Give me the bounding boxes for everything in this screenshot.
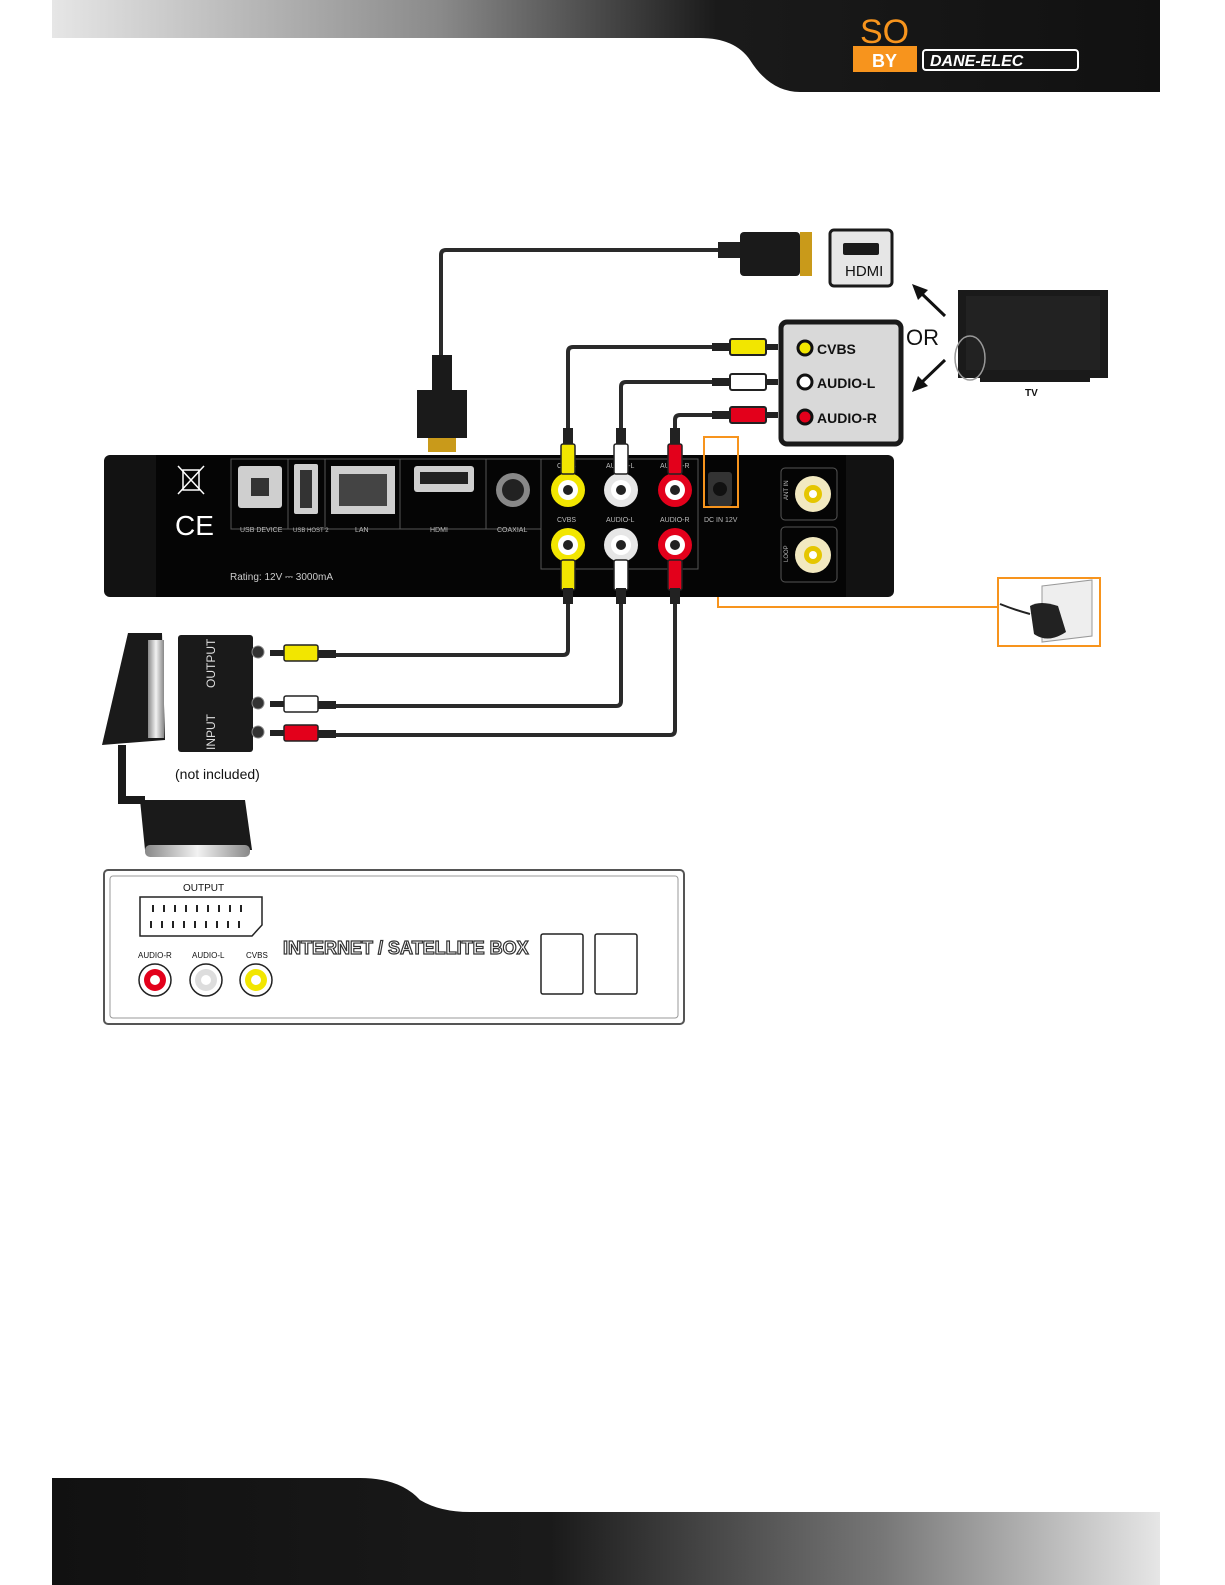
player-back-panel: CE USB DEVICE USB HOST 2 LAN HDMI [104, 455, 894, 597]
tv-av-panel: CVBS AUDIO-L AUDIO-R [781, 322, 901, 444]
brand-so: SO [860, 13, 909, 51]
tv-hdmi-label: HDMI [845, 263, 883, 280]
brand-by: BY [872, 51, 897, 71]
header-bar [52, 0, 1160, 92]
rca-plug-cvbs-tv [712, 339, 778, 355]
coaxial-label: COAXIAL [497, 527, 527, 534]
tv-cvbs-label: CVBS [817, 341, 856, 357]
player-hdmi-label: HDMI [430, 527, 448, 534]
tv-icon: TV [955, 290, 1108, 399]
scart-adapter: OUTPUT INPUT (not included) [102, 633, 264, 857]
hdmi-plug-player-side [417, 355, 467, 452]
cvbs-bottom-label: CVBS [557, 517, 576, 524]
footer-bar [52, 1478, 1160, 1585]
source-box-title: INTERNET / SATELLITE BOX [283, 938, 529, 958]
tv-hdmi-port: HDMI [830, 230, 892, 286]
brand-maker: DANE-ELEC [930, 53, 1024, 70]
ce-mark: CE [175, 510, 214, 541]
scart-input-label: INPUT [204, 713, 218, 750]
ant-in-label: ANT IN [784, 480, 790, 500]
source-audio-l-label: AUDIO-L [192, 951, 225, 960]
scart-output-label: OUTPUT [204, 638, 218, 688]
or-label: OR [906, 325, 939, 350]
tv-audio-r-label: AUDIO-R [817, 410, 877, 426]
source-audio-r-label: AUDIO-R [138, 951, 172, 960]
loop-label: LOOP [784, 545, 790, 562]
source-box: OUTPUT AUDIO-R AUDIO-L CVBS INTERNET / S… [104, 870, 684, 1024]
rca-plugs-scart [270, 645, 336, 741]
usb-device-label: USB DEVICE [240, 527, 283, 534]
usb-host-label: USB HOST 2 [293, 528, 329, 534]
source-slot-2 [595, 934, 637, 994]
hdmi-plug-tv-side [718, 232, 812, 276]
dc-in-label: DC IN 12V [704, 517, 738, 524]
scart-note: (not included) [175, 766, 260, 782]
lan-label: LAN [355, 527, 369, 534]
audio-l-bottom-label: AUDIO-L [606, 517, 635, 524]
tv-label: TV [1025, 388, 1038, 399]
source-cvbs-label: CVBS [246, 951, 268, 960]
rca-plug-audio-l-tv [712, 374, 778, 390]
source-slot-1 [541, 934, 583, 994]
tv-audio-l-label: AUDIO-L [817, 375, 876, 391]
rca-plug-audio-r-tv [712, 407, 778, 423]
source-output-label: OUTPUT [183, 883, 224, 894]
rating-label: Rating: 12V ⎓ 3000mA [230, 572, 333, 583]
power-adapter [998, 578, 1100, 646]
audio-r-bottom-label: AUDIO-R [660, 517, 690, 524]
